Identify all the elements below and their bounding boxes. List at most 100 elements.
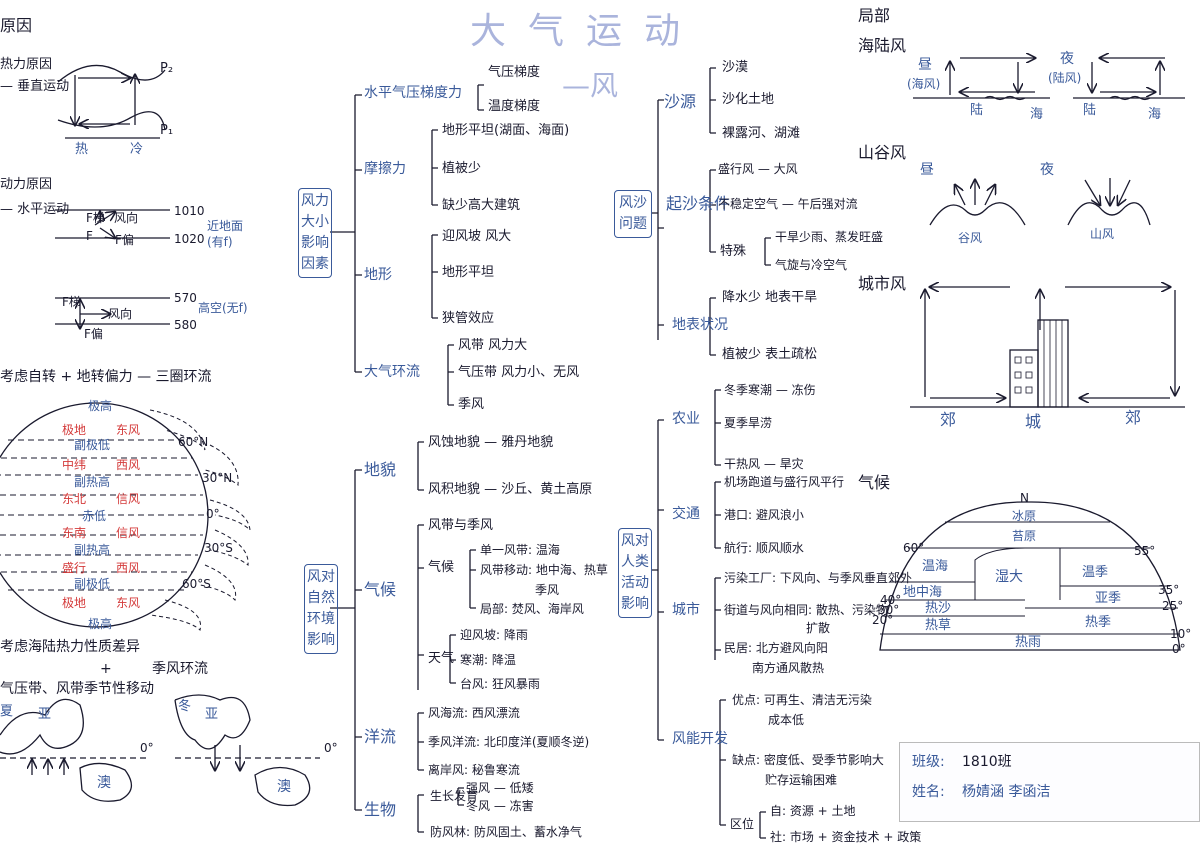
globe-sub-polar-low-2: 副极低 xyxy=(74,577,111,591)
lat-60: 60° xyxy=(903,541,925,555)
globe-sub-polar-low-1: 副极低 xyxy=(74,438,111,452)
deflect-label-1: F偏 xyxy=(115,233,134,247)
location-item-1: 自: 资源 + 土地 xyxy=(770,804,856,818)
zone-north: N xyxy=(1020,491,1029,505)
page-title: 大气运动 xyxy=(470,11,703,52)
sea-land-night: 夜 xyxy=(1060,51,1074,67)
friction-heading: 摩擦力 xyxy=(364,161,406,177)
source-item-3: 裸露河、湖滩 xyxy=(722,126,801,141)
wind-label-2: 风向 xyxy=(108,307,133,321)
city-item-1: 污染工厂: 下风向、与季风垂直郊外 xyxy=(724,571,912,585)
box-sand-problem: 风沙问题 xyxy=(614,190,652,238)
globe-lat-30n: 30°N xyxy=(202,471,233,485)
zone-med: 地中海 xyxy=(903,585,943,600)
valley-wind-label: 谷风 xyxy=(958,231,983,245)
start-item-1: 盛行风 — 大风 xyxy=(718,162,798,176)
globe-ne-trade: 东北 xyxy=(62,492,87,506)
local-heading: 局部 xyxy=(858,6,891,25)
city-heading: 城市 xyxy=(672,602,700,618)
climate-qh: 气候 xyxy=(428,560,455,575)
power-advantage-2: 成本低 xyxy=(768,713,805,727)
mountain-wind-label: 山风 xyxy=(1090,227,1115,241)
city-item-2: 街道与风向相同: 散热、污染物 xyxy=(724,603,888,617)
climate-item-1: 单一风带: 温海 xyxy=(480,543,560,557)
terrain-heading: 地形 xyxy=(364,267,392,283)
agri-item-3: 干热风 — 旱灾 xyxy=(724,457,804,471)
suburb-label-1: 郊 xyxy=(940,410,957,429)
bio-growth: 生长发育 xyxy=(430,789,479,803)
land-label-1: 陆 xyxy=(970,103,984,118)
power-disadvantage-2: 贮存运输困难 xyxy=(765,773,838,787)
special-item-1: 干旱少雨、蒸发旺盛 xyxy=(775,230,884,244)
valley-heading: 山谷风 xyxy=(858,143,907,162)
zone-tundra: 苔原 xyxy=(1012,529,1037,543)
box-wind-force-factors: 风力大小影响因素 xyxy=(298,188,332,278)
globe-lat-60s: 60°S xyxy=(182,577,211,591)
iso-570: 570 xyxy=(174,291,197,305)
australia-label-2: 澳 xyxy=(277,779,291,795)
globe-eq-low: 赤低 xyxy=(82,509,107,523)
sea-land-day-note: (海风) xyxy=(907,77,941,91)
power-heading: 风能开发 xyxy=(672,731,728,747)
city-wind-heading: 城市风 xyxy=(858,274,907,293)
class-value: 1810班 xyxy=(962,754,1012,770)
bio-heading: 生物 xyxy=(364,800,397,819)
bio-item-1: 强风 — 低矮 xyxy=(466,781,534,795)
terrain-item-3: 狭管效应 xyxy=(442,311,495,326)
globe-polar-east-1: 极地 xyxy=(62,423,87,437)
high-altitude-label: 高空(无f) xyxy=(198,301,248,315)
climate-dome xyxy=(879,501,1181,651)
weather-item-3: 台风: 狂风暴雨 xyxy=(460,677,540,691)
friction-f-label: F xyxy=(86,229,93,243)
friction-item-2: 植被少 xyxy=(442,161,482,176)
landsea-heading: 考虑海陆热力性质差异 xyxy=(0,639,140,655)
cause-heading: 原因 xyxy=(0,16,33,35)
sand-source-heading: 沙源 xyxy=(664,92,697,111)
lat-40: 40° xyxy=(880,593,902,607)
current-item-2: 季风洋流: 北印度洋(夏顺冬逆) xyxy=(428,735,590,749)
building-small xyxy=(1009,349,1039,408)
near-ground-label: 近地面 xyxy=(207,219,244,233)
class-label: 班级: xyxy=(912,754,945,770)
label-p1: P₁ xyxy=(160,123,174,138)
sea-land-day: 昼 xyxy=(918,57,932,73)
building-tall xyxy=(1037,319,1069,408)
lat-10: 10° xyxy=(1170,627,1192,641)
current-item-1: 风海流: 西风漂流 xyxy=(428,706,520,720)
near-ground-note: (有f) xyxy=(207,235,233,249)
current-heading: 洋流 xyxy=(364,727,397,746)
zone-temp-monsoon: 温季 xyxy=(1082,565,1109,580)
terrain-item-2: 地形平坦 xyxy=(442,265,495,280)
zone-desert: 热沙 xyxy=(925,601,952,616)
zone-temp-sea: 温海 xyxy=(922,559,949,574)
surface-item-2: 植被少 表土疏松 xyxy=(722,347,818,362)
isobar-p1 xyxy=(57,111,166,131)
globe-lat-0: 0° xyxy=(206,507,220,521)
pgf-label-2: F梯 xyxy=(62,295,81,309)
agri-item-2: 夏季旱涝 xyxy=(724,416,773,430)
globe-outline xyxy=(0,402,209,628)
lat-0: 0° xyxy=(1172,642,1186,656)
name-label: 姓名: xyxy=(912,784,945,800)
weather-item-1: 迎风坡: 降雨 xyxy=(460,628,528,642)
equator-0-b: 0° xyxy=(324,741,338,755)
winter-label: 冬 xyxy=(178,699,192,714)
vertical-motion: — 垂直运动 xyxy=(0,79,70,94)
city-label: 城 xyxy=(1025,412,1042,431)
location-item-2: 社: 市场 + 资金技术 + 政策 xyxy=(770,830,922,844)
wind-label-1: 风向 xyxy=(114,211,139,225)
lat-55: 55° xyxy=(1134,544,1156,558)
terrain-item-1: 迎风坡 风大 xyxy=(442,229,512,244)
suburb-label-2: 郊 xyxy=(1125,408,1142,427)
circ-item-1: 风带 风力大 xyxy=(458,338,528,353)
globe-west-wind-2: 西风 xyxy=(116,561,141,575)
city-item-4: 民居: 北方避风向阳 xyxy=(724,641,828,655)
globe-east-wind-1: 东风 xyxy=(116,423,141,437)
label-hot: 热 xyxy=(75,142,89,157)
pgf-label-1: F梯 xyxy=(86,211,105,225)
globe-se-trade: 东南 xyxy=(62,526,87,540)
agri-heading: 农业 xyxy=(672,411,700,427)
city-item-3: 扩散 xyxy=(806,621,831,635)
signature-block: 班级: 1810班 姓名: 杨婧涵 李函洁 xyxy=(899,742,1200,822)
sea-land-heading: 海陆风 xyxy=(858,36,907,55)
